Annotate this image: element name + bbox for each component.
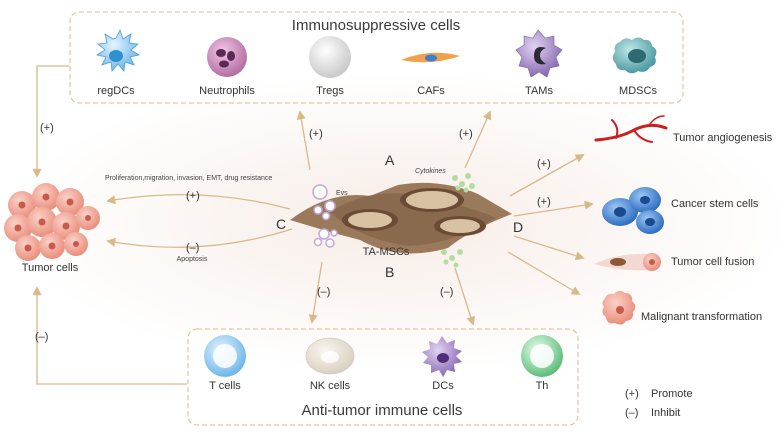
sign-minus-left: (–) bbox=[35, 331, 49, 343]
sign-plus-up-right: (+) bbox=[459, 128, 473, 140]
nk-cells-label: NK cells bbox=[309, 380, 351, 392]
regdc-icon bbox=[95, 28, 141, 72]
neutrophils-label: Neutrophils bbox=[199, 85, 255, 97]
arrow-antitumor-to-tumor bbox=[32, 286, 187, 385]
caf-icon bbox=[401, 52, 460, 63]
tregs-label: Tregs bbox=[316, 85, 344, 97]
tumor-cells-icon bbox=[4, 183, 100, 261]
arrow-to-angiogenesis bbox=[509, 154, 585, 197]
arrow-to-immunosuppressive-left bbox=[296, 110, 311, 171]
sign-minus-down-right: (–) bbox=[440, 286, 454, 298]
tumor-cell-fusion-label: Tumor cell fusion bbox=[671, 256, 755, 268]
sign-plus-stem-cells: (+) bbox=[537, 196, 551, 208]
arrow-to-antitumor-left bbox=[308, 261, 323, 324]
antitumor-box bbox=[187, 328, 579, 426]
t-cell-icon bbox=[204, 335, 246, 377]
ta-mscs-icon bbox=[290, 182, 512, 254]
arrow-to-immunosuppressive-right bbox=[464, 110, 492, 169]
letter-b: B bbox=[385, 264, 395, 280]
arrow-msc-promote-tumor bbox=[106, 193, 291, 210]
mdscs-label: MDSCs bbox=[619, 85, 657, 97]
mdsc-icon bbox=[612, 37, 657, 74]
antitumor-title: Anti-tumor immune cells bbox=[301, 402, 463, 419]
arrow-to-cancer-stem-cells bbox=[513, 200, 594, 217]
sign-minus-down-left: (–) bbox=[317, 286, 331, 298]
tumor-angiogenesis-label: Tumor angiogenesis bbox=[673, 132, 773, 144]
dc-icon bbox=[422, 336, 462, 377]
tams-label: TAMs bbox=[525, 85, 553, 97]
sign-plus-tumor: (+) bbox=[186, 190, 200, 202]
evs-label: Evs bbox=[336, 190, 348, 197]
cancer-stem-cells-icon bbox=[602, 187, 664, 234]
t-cells-label: T cells bbox=[209, 380, 241, 392]
dcs-label: DCs bbox=[432, 380, 454, 392]
cancer-stem-cells-label: Cancer stem cells bbox=[671, 198, 759, 210]
ta-mscs-label: TA-MSCs bbox=[362, 246, 410, 258]
th-cell-icon bbox=[521, 335, 563, 377]
apoptosis-text: Apoptosis bbox=[176, 256, 208, 263]
sign-plus-left: (+) bbox=[40, 122, 54, 134]
letter-c: C bbox=[276, 216, 287, 232]
sign-plus-angiogenesis: (+) bbox=[537, 158, 551, 170]
sign-plus-up-left: (+) bbox=[309, 128, 323, 140]
malignant-transformation-label: Malignant transformation bbox=[641, 311, 763, 323]
neutrophil-icon bbox=[207, 37, 247, 77]
arrow-to-malignant-transformation bbox=[507, 251, 581, 295]
th-label: Th bbox=[535, 380, 549, 392]
sign-minus-tumor: (–) bbox=[186, 242, 200, 254]
arrow-to-cell-fusion bbox=[513, 235, 585, 261]
malignant-transformation-icon bbox=[602, 290, 636, 325]
legend-promote: Promote bbox=[651, 388, 693, 400]
promote-effects-text: Proliferation,migration, invasion, EMT, … bbox=[105, 175, 273, 182]
tam-icon bbox=[515, 29, 563, 78]
immunosuppressive-box bbox=[69, 11, 684, 104]
legend-inhibit: Inhibit bbox=[651, 407, 681, 419]
legend-inhibit-sign: (–) bbox=[625, 407, 639, 419]
arrow-immunosuppressive-to-tumor bbox=[32, 65, 69, 178]
cafs-label: CAFs bbox=[417, 85, 445, 97]
letter-d: D bbox=[513, 219, 524, 235]
treg-icon bbox=[309, 36, 351, 78]
tumor-cell-fusion-icon bbox=[594, 253, 661, 271]
tumor-cells-label: Tumor cells bbox=[21, 262, 79, 274]
cytokines-icon bbox=[441, 173, 475, 268]
regdcs-label: regDCs bbox=[97, 85, 135, 97]
immunosuppressive-title: Immunosuppressive cells bbox=[291, 17, 461, 34]
arrow-msc-inhibit-tumor bbox=[106, 228, 293, 248]
angiogenesis-vessel-icon bbox=[594, 115, 668, 143]
arrow-to-antitumor-right bbox=[454, 267, 476, 326]
evs-vesicles-icon bbox=[312, 184, 338, 248]
letter-a: A bbox=[385, 152, 395, 168]
legend-promote-sign: (+) bbox=[625, 388, 639, 400]
cytokines-label: Cytokines bbox=[415, 168, 446, 175]
nk-cell-icon bbox=[305, 337, 355, 375]
